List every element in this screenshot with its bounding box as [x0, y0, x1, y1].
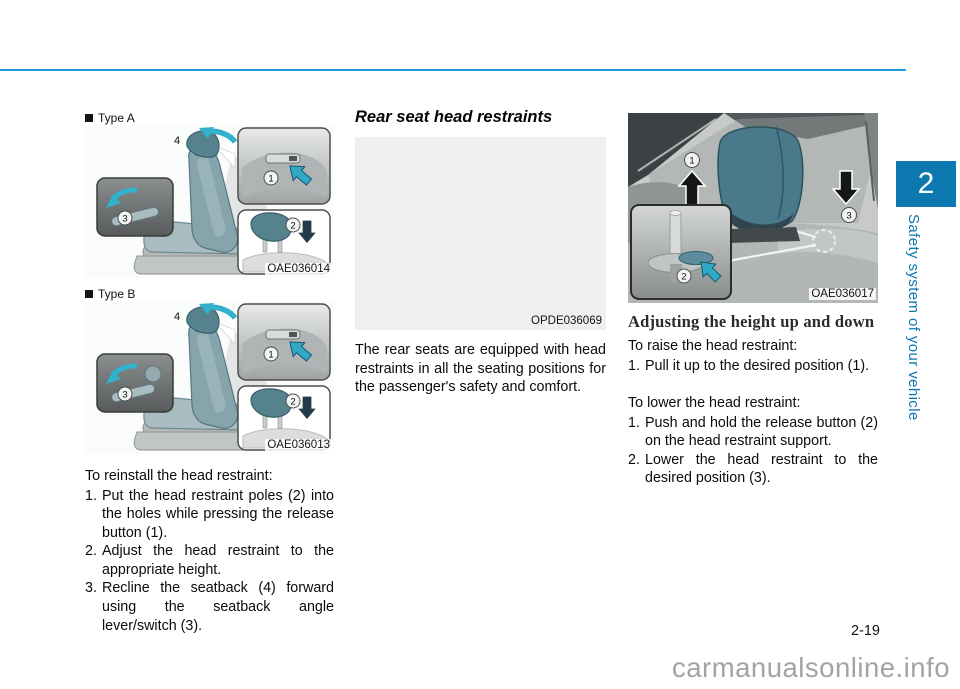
step-number: 2. — [85, 543, 97, 560]
spacer — [628, 375, 878, 394]
callout-release-number: 1 — [268, 173, 273, 184]
inset-recline-switch: 3 — [96, 353, 174, 413]
header-rule — [0, 69, 906, 71]
middle-column: Rear seat head restraints OPDE036069 The… — [355, 108, 606, 411]
inset-headrest-down: 2 — [237, 385, 331, 451]
front-seat-illustration-a: 4 1 — [85, 126, 334, 278]
callout-headrest-number: 2 — [290, 220, 295, 231]
down-arrow-icon — [295, 395, 319, 421]
lower-intro: To lower the head restraint: — [628, 395, 801, 412]
step-text: Put the head restraint poles (2) into th… — [102, 487, 334, 541]
list-item: 2. Lower the head restraint to the desir… — [628, 451, 878, 488]
callout-headrest-number: 2 — [290, 396, 295, 407]
right-column: 1 3 2 — [628, 113, 878, 488]
callout-seatback-number: 4 — [174, 311, 180, 323]
figure-caption: OPDE036069 — [531, 315, 602, 327]
square-bullet-icon — [85, 290, 93, 298]
step-text: Adjust the head restraint to the appropr… — [102, 543, 334, 578]
reinstall-steps: 1. Put the head restraint poles (2) into… — [85, 487, 334, 636]
figure-front-seat-type-b: Type B 4 — [85, 286, 334, 454]
callout-seatback-number: 4 — [174, 135, 180, 147]
square-bullet-icon — [85, 114, 93, 122]
inset-release-button: 1 — [237, 127, 331, 205]
chapter-number-badge: 2 — [896, 161, 956, 207]
press-arrow-icon — [289, 341, 313, 362]
figure-caption: OAE036017 — [809, 288, 876, 300]
step-number: 1. — [85, 487, 97, 504]
step-number: 3. — [85, 580, 97, 597]
left-column: Type A — [85, 110, 334, 635]
down-arrow-icon — [831, 170, 861, 206]
figure-rear-seats: OPDE036069 — [355, 137, 606, 330]
figure-type-text: Type B — [98, 287, 136, 301]
figure-type-label: Type B — [85, 286, 334, 302]
callout-release-number: 2 — [681, 271, 686, 282]
step-text: Recline the seatback (4) forward using t… — [102, 580, 334, 634]
step-text: Lower the head restraint to the desired … — [645, 451, 878, 487]
inset-release-button: 2 — [630, 204, 732, 300]
callout-down-number: 3 — [846, 211, 851, 222]
press-arrow-icon — [700, 261, 722, 283]
raise-instructions: To raise the head restraint: 1. Pull it … — [628, 337, 878, 375]
raise-intro: To raise the head restraint: — [628, 338, 798, 354]
rear-seats-paragraph: The rear seats are equipped with head re… — [355, 342, 606, 396]
callout-lever-number: 3 — [122, 389, 127, 400]
figure-caption: OAE036013 — [265, 439, 332, 451]
chapter-title-vertical: Safety system of your vehicle — [905, 214, 922, 421]
lower-instructions: To lower the head restraint: 1. Push and… — [628, 394, 878, 488]
rear-headrest-illustration: 1 3 2 — [628, 113, 878, 303]
press-arrow-icon — [289, 165, 313, 186]
step-number: 1. — [628, 414, 640, 431]
section-heading-rear-seat-head-restraints: Rear seat head restraints — [355, 108, 553, 126]
watermark-text: carmanualsonline.info — [672, 652, 951, 683]
front-seat-illustration-b: 4 1 — [85, 302, 334, 454]
reinstall-intro: To reinstall the head restraint: — [85, 468, 273, 484]
step-number: 2. — [628, 451, 640, 468]
list-item: 1. Push and hold the release button (2) … — [628, 414, 878, 451]
callout-release-number: 1 — [268, 349, 273, 360]
figure-front-seat-type-a: Type A — [85, 110, 334, 278]
list-item: 2. Adjust the head restraint to the appr… — [85, 542, 334, 579]
reinstall-instructions: To reinstall the head restraint: 1. Put … — [85, 467, 334, 635]
figure-rear-headrest-adjust: 1 3 2 — [628, 113, 878, 303]
callout-up-number: 1 — [689, 156, 694, 167]
page-number: 2-19 — [850, 623, 880, 639]
step-text: Pull it up to the desired position (1). — [645, 357, 870, 374]
figure-caption: OAE036014 — [265, 263, 332, 275]
list-item: 1. Pull it up to the desired position (1… — [628, 357, 878, 376]
figure-type-label: Type A — [85, 110, 334, 126]
callout-lever-number: 3 — [122, 213, 127, 224]
subsection-heading-adjusting-height: Adjusting the height up and down — [628, 312, 875, 331]
list-item: 1. Put the head restraint poles (2) into… — [85, 487, 334, 543]
down-arrow-icon — [295, 219, 319, 245]
step-text: Push and hold the release button (2) on … — [645, 414, 878, 450]
list-item: 3. Recline the seatback (4) forward usin… — [85, 579, 334, 635]
step-number: 1. — [628, 357, 640, 374]
inset-release-button: 1 — [237, 303, 331, 381]
figure-type-text: Type A — [98, 111, 135, 125]
inset-recline-lever: 3 — [96, 177, 174, 237]
detail-circle-icon — [812, 229, 836, 253]
